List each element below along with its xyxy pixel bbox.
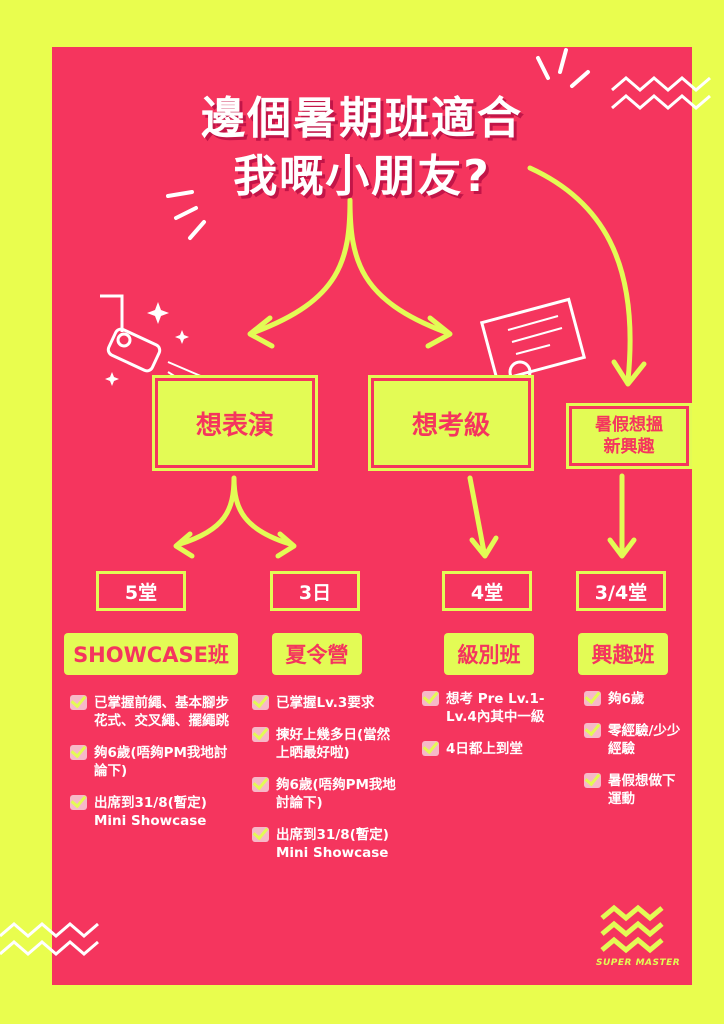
list-showcase: 已掌握前繩、基本腳步花式、交叉繩、擺繩跳 夠6歲(唔夠PM我地討論下) 出席到3…	[70, 694, 230, 844]
list-item: 夠6歲(唔夠PM我地討論下)	[252, 776, 402, 812]
zigzag-bottom-left-2	[0, 940, 99, 956]
sparkle-icon	[105, 302, 189, 386]
split-arrow	[252, 197, 448, 335]
check-icon	[252, 827, 269, 842]
exam-arrow	[467, 475, 487, 555]
class-name-interest: 興趣班	[578, 633, 668, 675]
check-icon	[584, 691, 601, 706]
check-icon	[70, 745, 87, 760]
check-icon	[584, 723, 601, 738]
list-item: 出席到31/8(暫定) Mini Showcase	[70, 794, 230, 830]
list-item: 夠6歲	[584, 690, 684, 708]
list-item: 已掌握前繩、基本腳步花式、交叉繩、擺繩跳	[70, 694, 230, 730]
title-line-1: 邊個暑期班適合	[201, 93, 523, 144]
title-line-2: 我嘅小朋友?	[233, 151, 491, 202]
list-camp: 已掌握Lv.3要求 揀好上幾多日(當然上晒最好啦) 夠6歲(唔夠PM我地討論下)…	[252, 694, 402, 876]
list-interest: 夠6歲 零經驗/少少經驗 暑假想做下運動	[584, 690, 684, 822]
brand-logo-text: SUPER MASTER	[596, 958, 681, 968]
check-icon	[252, 695, 269, 710]
count-grade: 4堂	[442, 571, 532, 611]
zigzag-top-right-1	[611, 76, 711, 92]
check-icon	[584, 773, 601, 788]
zigzag-top-right-2	[611, 94, 711, 110]
branch-interest: 暑假想搵 新興趣	[566, 403, 692, 469]
perform-split-arrow	[177, 475, 293, 547]
super-master-logo-icon	[600, 904, 664, 954]
count-interest: 3/4堂	[576, 571, 666, 611]
check-icon	[422, 741, 439, 756]
class-name-grade: 級別班	[444, 633, 534, 675]
class-name-showcase: SHOWCASE班	[64, 633, 238, 675]
check-icon	[70, 695, 87, 710]
sparkle-icon	[166, 48, 590, 240]
branch-exam: 想考級	[368, 375, 534, 471]
class-name-camp: 夏令營	[272, 633, 362, 675]
curve-arrow	[527, 165, 633, 383]
zigzag-bottom-left-1	[0, 922, 99, 938]
list-item: 夠6歲(唔夠PM我地討論下)	[70, 744, 230, 780]
check-icon	[252, 727, 269, 742]
list-item: 出席到31/8(暫定) Mini Showcase	[252, 826, 402, 862]
count-showcase: 5堂	[96, 571, 186, 611]
list-item: 暑假想做下運動	[584, 772, 684, 808]
list-item: 零經驗/少少經驗	[584, 722, 684, 758]
count-camp: 3日	[270, 571, 360, 611]
check-icon	[422, 691, 439, 706]
list-item: 想考 Pre Lv.1-Lv.4內其中一級	[422, 690, 572, 726]
branch-interest-line-1: 暑假想搵	[595, 415, 663, 435]
list-item: 已掌握Lv.3要求	[252, 694, 402, 712]
branch-perform: 想表演	[152, 375, 318, 471]
list-item: 4日都上到堂	[422, 740, 572, 758]
list-grade: 想考 Pre Lv.1-Lv.4內其中一級 4日都上到堂	[422, 690, 572, 772]
list-item: 揀好上幾多日(當然上晒最好啦)	[252, 726, 402, 762]
check-icon	[70, 795, 87, 810]
branch-interest-line-2: 新興趣	[603, 437, 655, 457]
check-icon	[252, 777, 269, 792]
